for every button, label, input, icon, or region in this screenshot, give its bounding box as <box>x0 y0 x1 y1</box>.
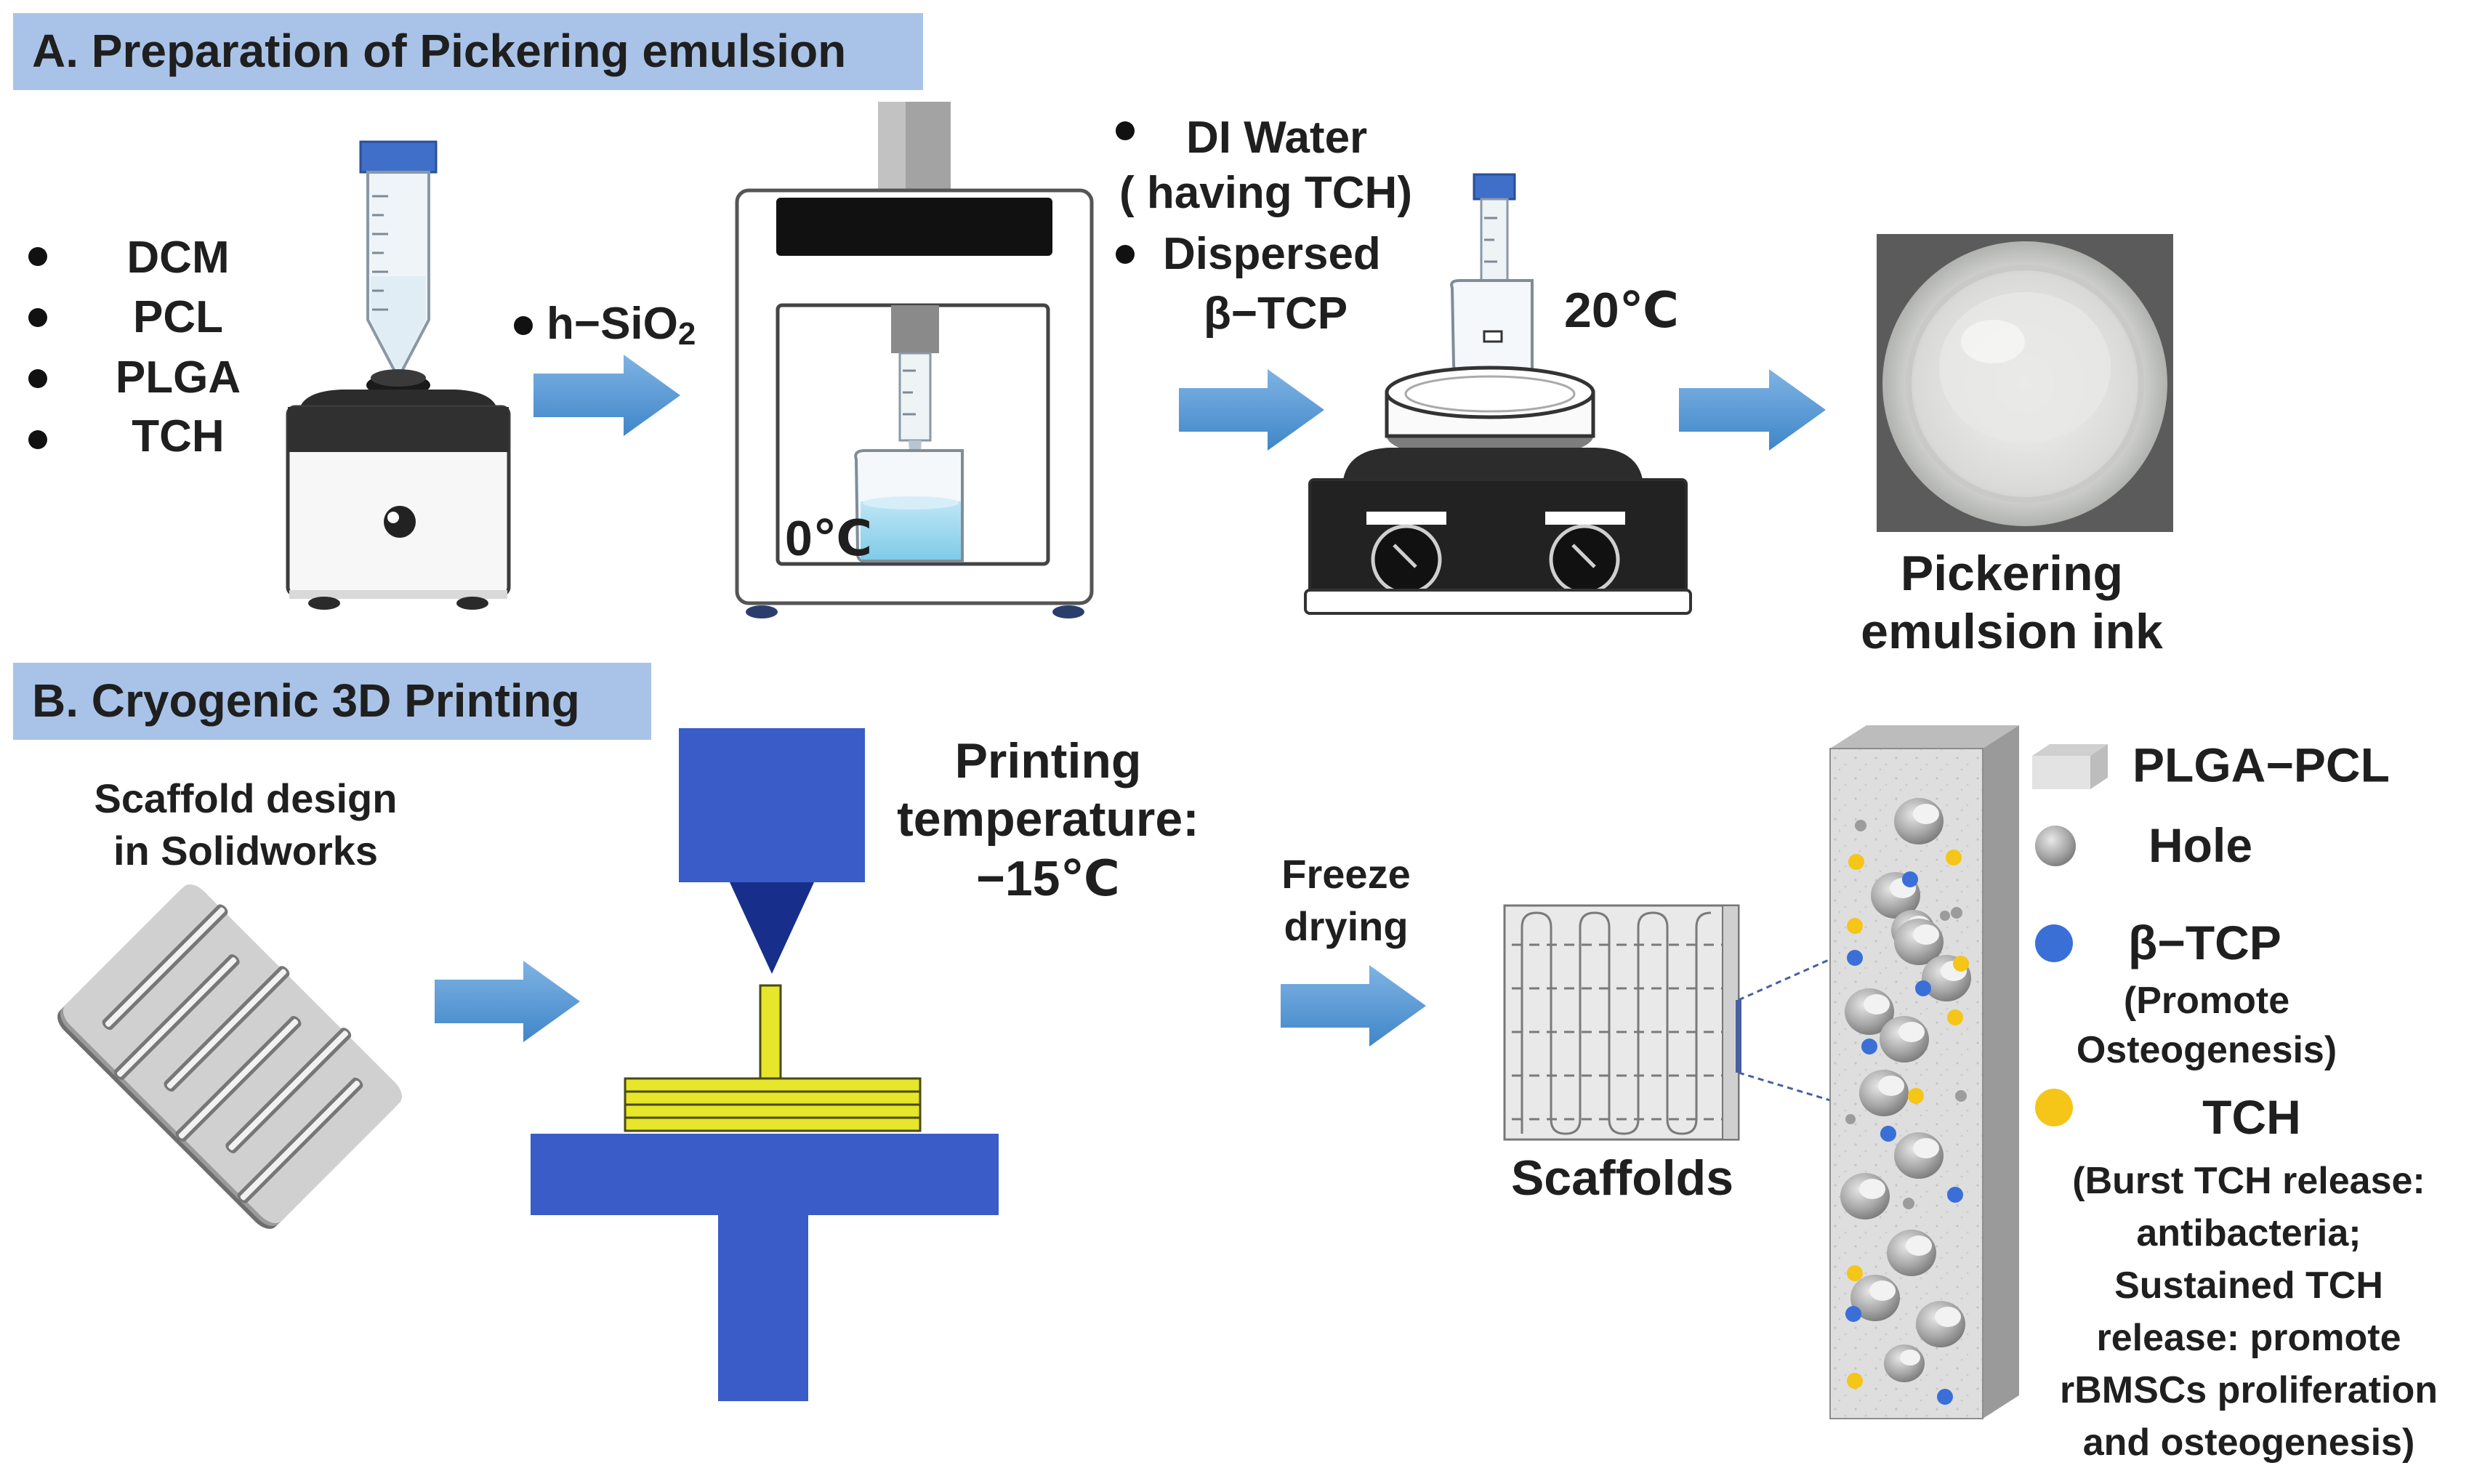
dispersed-label-line1: Dispersed <box>1163 229 1381 279</box>
legend-btcp: β−TCP <box>2128 916 2281 969</box>
legend-tch: TCH <box>2202 1090 2301 1144</box>
solvent-tch: TCH <box>132 411 224 461</box>
bullet-icon <box>28 247 47 266</box>
panel-a-title: A. Preparation of Pickering emulsion <box>32 25 846 77</box>
print-label-line2: temperature: <box>897 791 1199 847</box>
cooling-temp-label: 0℃ <box>785 511 872 566</box>
result-label-line2: emulsion ink <box>1861 604 2163 659</box>
bullet-icon <box>28 308 47 327</box>
panel-b-header <box>13 663 651 740</box>
panel-b-title: B. Cryogenic 3D Printing <box>32 674 580 727</box>
freeze-label-line2: drying <box>1284 903 1408 949</box>
arrow-right-icon <box>1679 369 1826 451</box>
stir-temp-label: 20℃ <box>1564 283 1679 338</box>
water-label-line2: ( having TCH) <box>1119 168 1412 218</box>
tch-particles <box>1847 850 1969 1389</box>
arrow-right-icon <box>1281 965 1426 1047</box>
emulsion-photo <box>1877 234 2173 532</box>
scaffold-cad-model <box>57 884 403 1229</box>
design-label-line1: Scaffold design <box>94 775 398 821</box>
arrow-right-icon <box>533 355 680 436</box>
legend-tch-desc6: and osteogenesis) <box>2083 1422 2415 1464</box>
tch-swatch-icon <box>2035 1089 2073 1126</box>
arrow-right-icon <box>1179 369 1324 451</box>
bullet-icon <box>1116 245 1135 264</box>
legend-tch-desc2: antibacteria; <box>2136 1212 2361 1254</box>
zoom-box <box>1736 1000 1741 1073</box>
bullet-icon <box>28 369 47 388</box>
plga-pcl-swatch-icon <box>2032 744 2108 789</box>
vortex-mixer-icon <box>286 140 511 610</box>
solvent-plga: PLGA <box>116 352 241 403</box>
result-label-line1: Pickering <box>1901 546 2123 601</box>
panel-a: A. Preparation of Pickering emulsion DCM… <box>13 13 2173 659</box>
scaffolds-label: Scaffolds <box>1511 1150 1733 1206</box>
design-label-line2: in Solidworks <box>113 828 378 874</box>
water-label-line1: DI Water <box>1186 113 1367 163</box>
bullet-icon <box>28 430 47 449</box>
legend-tch-desc3: Sustained TCH <box>2114 1265 2383 1307</box>
porous-strut-block <box>1829 725 2019 1419</box>
btcp-swatch-icon <box>2035 924 2073 962</box>
solvent-list: DCM PCL PLGA TCH <box>28 233 241 461</box>
legend-tch-desc5: rBMSCs proliferation <box>2060 1369 2438 1411</box>
legend-hole: Hole <box>2148 818 2252 872</box>
ultrasonic-processor-icon: 0℃ <box>735 102 1094 618</box>
bullet-icon <box>1116 121 1135 140</box>
print-label-line1: Printing <box>955 733 1142 789</box>
solvent-pcl: PCL <box>133 292 223 342</box>
dispersed-label-line2: β−TCP <box>1204 289 1348 339</box>
solvent-dcm: DCM <box>126 233 229 283</box>
legend-tch-desc4: release: promote <box>2096 1317 2401 1359</box>
bullet-icon <box>514 316 533 335</box>
hole-swatch-icon <box>2035 826 2076 866</box>
legend-btcp-desc2: Osteogenesis) <box>2077 1029 2337 1071</box>
panel-b: B. Cryogenic 3D Printing Scaffold design… <box>13 663 2438 1464</box>
additive-label: h−SiO2 <box>547 299 696 352</box>
zoom-line <box>1738 958 1831 1001</box>
cryogenic-printer-icon <box>531 728 999 1401</box>
legend-tch-desc1: (Burst TCH release: <box>2072 1160 2425 1202</box>
btcp-particles <box>1845 871 1963 1405</box>
zoom-line <box>1738 1071 1831 1102</box>
scaffold-top-view <box>1503 904 1740 1141</box>
print-label-line3: −15℃ <box>976 851 1120 906</box>
legend-btcp-desc1: (Promote <box>2124 980 2289 1022</box>
freeze-label-line1: Freeze <box>1281 851 1410 897</box>
arrow-right-icon <box>435 961 580 1042</box>
legend-plga-pcl: PLGA−PCL <box>2132 738 2390 791</box>
magnetic-stirrer-icon: 20℃ <box>1304 173 1692 615</box>
panel-a-header <box>13 13 923 90</box>
legend: PLGA−PCL Hole β−TCP (Promote Osteogenesi… <box>2032 738 2438 1464</box>
